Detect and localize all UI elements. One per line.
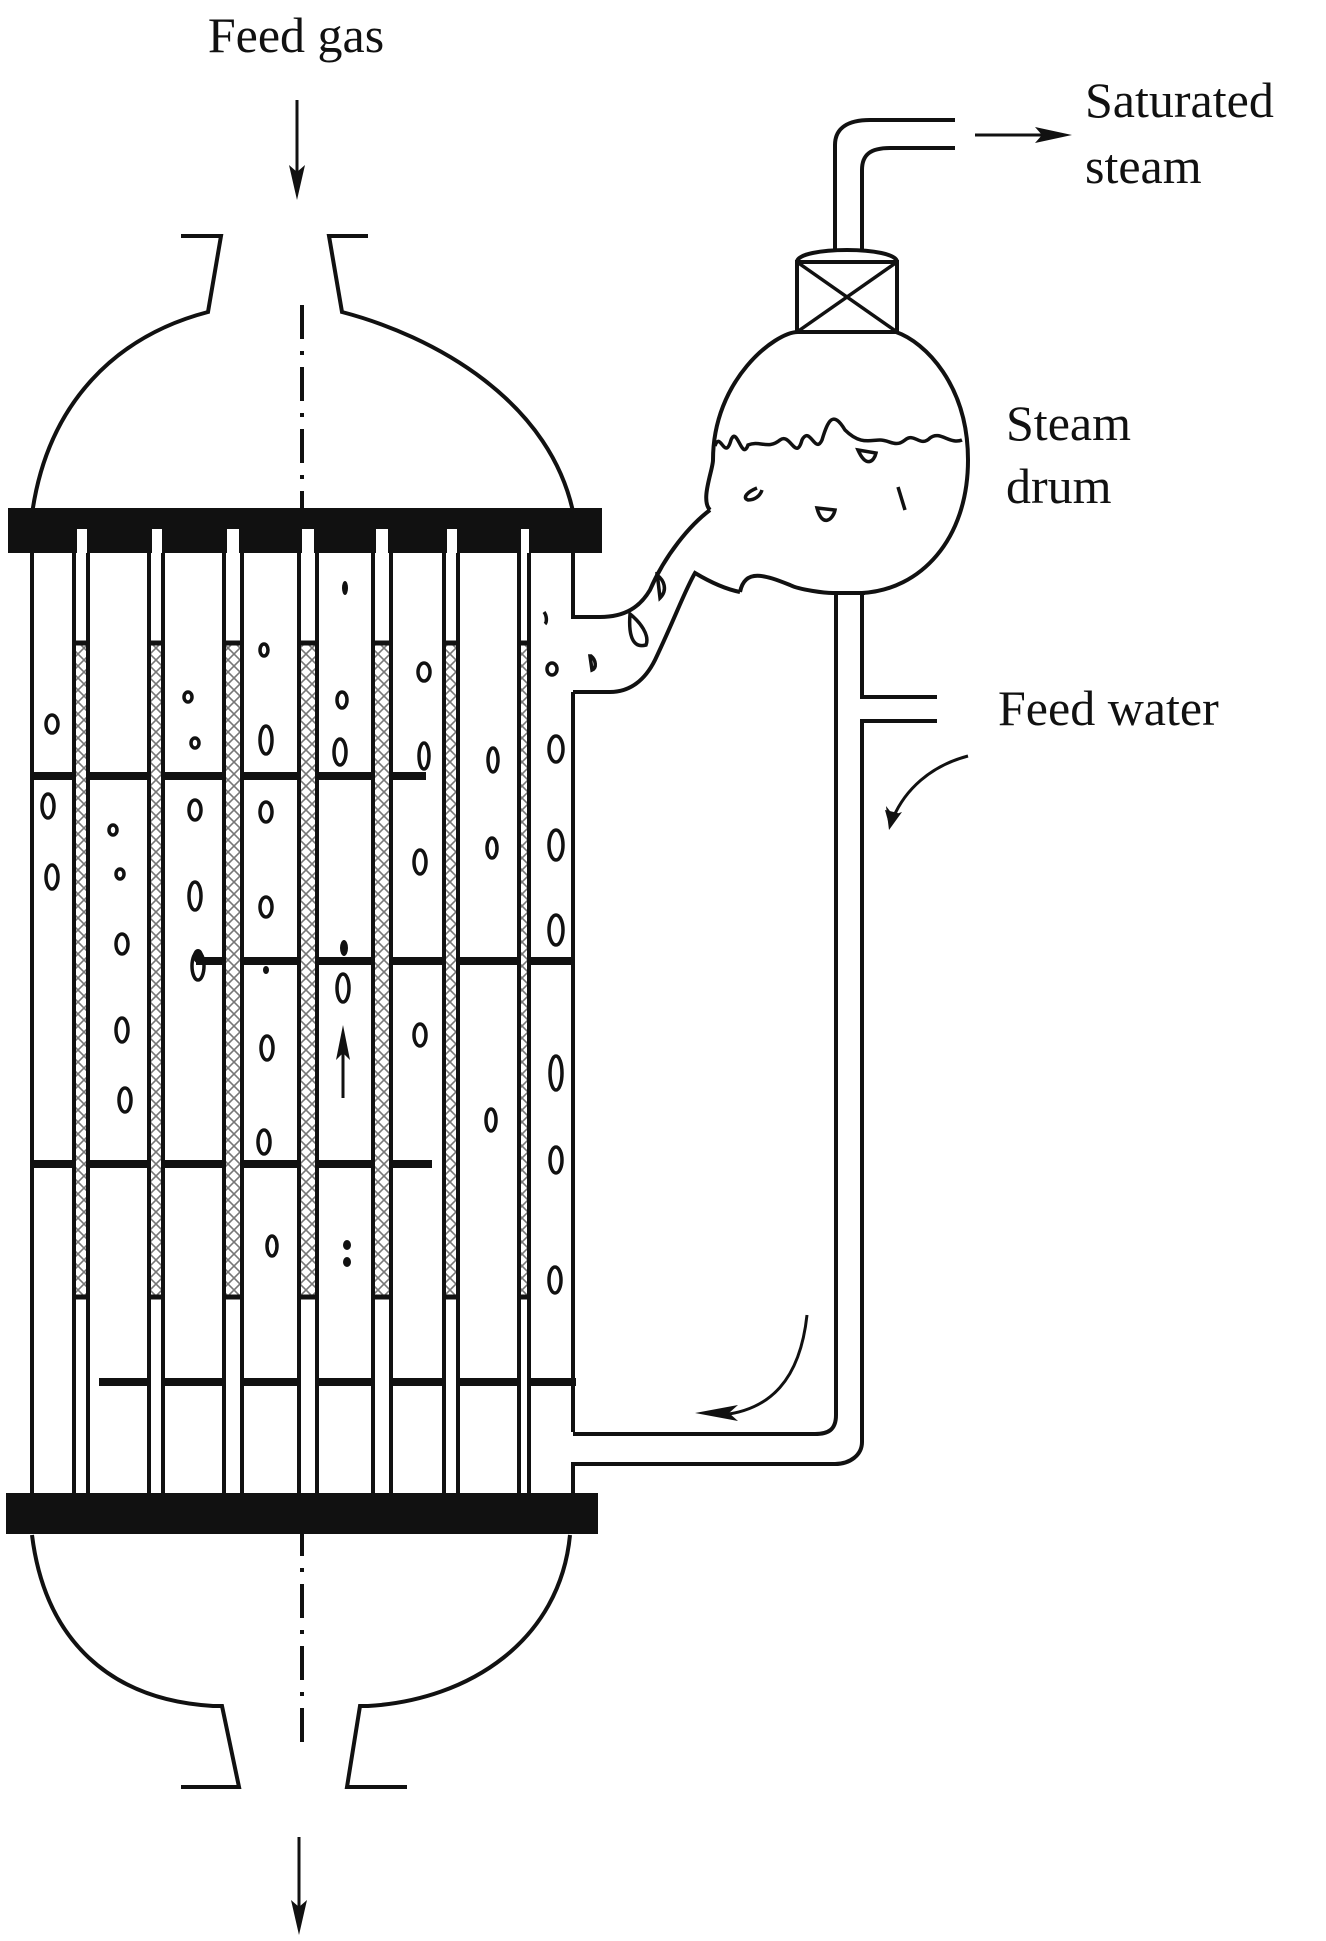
lower-tube-sheet [6, 1493, 598, 1534]
downcomer-flow-arrow-icon [695, 1314, 809, 1421]
small-bubbles [193, 581, 351, 1267]
catalyst-bed [149, 645, 163, 1295]
catalyst-beds [74, 645, 529, 1295]
downcomer-pipe [573, 595, 937, 1466]
upflow-arrow-icon [336, 1025, 350, 1098]
feed-water-label: Feed water [998, 680, 1219, 736]
product-outlet-arrow-icon [291, 1837, 307, 1935]
catalyst-bed [373, 645, 391, 1295]
catalyst-bed [444, 645, 458, 1295]
riser-bubbles [542, 571, 667, 673]
saturated-steam-label-line1: Saturated [1085, 72, 1274, 128]
steam-outlet-pipe [833, 118, 955, 250]
bubbles [40, 642, 565, 1295]
steam-drum [704, 330, 971, 595]
feed-gas-label: Feed gas [208, 7, 384, 63]
saturated-steam-label-line2: steam [1085, 138, 1202, 194]
catalyst-bed [519, 645, 529, 1295]
riser-pipe [571, 508, 741, 694]
catalyst-bed [224, 645, 242, 1295]
water-surface [713, 417, 963, 522]
top-head [29, 234, 577, 523]
bottom-head [30, 1522, 572, 1789]
saturated-steam-arrow-icon [975, 127, 1072, 143]
catalyst-bed [74, 645, 88, 1295]
tube-walls [30, 553, 575, 1493]
baffles [32, 772, 576, 1386]
steam-drum-label-line2: drum [1006, 458, 1112, 514]
steam-drum-label-line1: Steam [1006, 395, 1131, 451]
feed-gas-inlet-arrow-icon [289, 100, 305, 200]
steam-valve [795, 248, 899, 334]
feed-water-flow-arrow-icon [885, 754, 969, 830]
upper-sheet-tube-openings [77, 529, 529, 554]
catalyst-bed [299, 645, 317, 1295]
